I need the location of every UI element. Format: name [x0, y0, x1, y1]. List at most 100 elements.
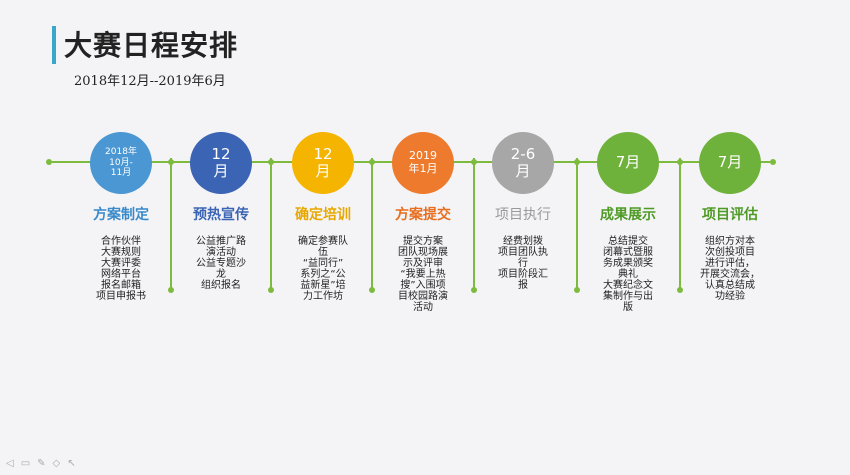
stage-divider-line — [371, 158, 373, 290]
stage-description-line: 龙 — [216, 269, 226, 280]
stage-description-line: 示及评审 — [403, 258, 443, 269]
stage-description-line: 闭幕式暨服 — [603, 247, 653, 258]
play-icon[interactable]: ◁ — [6, 458, 14, 469]
stage-description-line: 认真总结成 — [705, 280, 755, 291]
stage-description-line: 项目申报书 — [96, 291, 146, 302]
timeline-dot — [471, 159, 477, 165]
stage-divider-line — [270, 158, 272, 290]
stage-description-line: 大赛规则 — [101, 247, 141, 258]
stage-description-line: 版 — [623, 302, 633, 313]
stage-description-line: 提交方案 — [403, 236, 443, 247]
timeline-dot — [268, 159, 274, 165]
stage-title: 成果展示 — [600, 207, 656, 223]
stage-date-text: 12 — [313, 144, 333, 163]
stage-title: 确定培训 — [295, 207, 351, 223]
stage-description: 经费划拨项目团队执行项目阶段汇报 — [481, 236, 565, 291]
slideshow-toolbar: ◁ ▭ ✎ ◇ ↖ — [6, 458, 76, 469]
timeline-end-dot — [770, 159, 776, 165]
stage-description-line: 项目阶段汇 — [498, 269, 548, 280]
stage-description-line: 开展交流会， — [700, 269, 760, 280]
stage-title: 项目执行 — [495, 207, 551, 223]
stage-description-line: 组织方对本 — [705, 236, 755, 247]
pointer-icon[interactable]: ↖ — [67, 458, 76, 469]
stage-date-text: 月 — [515, 162, 531, 180]
stage-description-line: 总结提交 — [608, 236, 648, 247]
stage-description: 提交方案团队现场展示及评审“我要上热搜”入围项目校园路演活动 — [381, 236, 465, 313]
stage-description-line: 次创投项目 — [705, 247, 755, 258]
stage-date-text: 11月 — [110, 168, 132, 179]
stage-description-line: 大赛评委 — [101, 258, 141, 269]
stage-date-text: 10月- — [109, 157, 133, 168]
timeline-dot — [369, 159, 375, 165]
stage-description: 组织方对本次创投项目进行评估，开展交流会，认真总结成功经验 — [688, 236, 772, 302]
stage-date-text: 12 — [211, 144, 231, 163]
stage-date-circle: 7月 — [699, 132, 761, 194]
stage-description-line: 项目团队执 — [498, 247, 548, 258]
eraser-icon[interactable]: ◇ — [52, 458, 61, 469]
timeline-dot — [369, 287, 375, 293]
page-subtitle: 2018年12月--2019年6月 — [74, 74, 226, 89]
stage-description-line: 力工作坊 — [303, 291, 343, 302]
title-accent-bar — [52, 26, 56, 64]
timeline-dot — [677, 287, 683, 293]
stage-date-text: 年1月 — [408, 162, 438, 175]
timeline-dot — [268, 287, 274, 293]
stage-divider-line — [170, 158, 172, 290]
stage-date-text: 2018年 — [105, 147, 137, 158]
stage-description-line: 经费划拨 — [503, 236, 543, 247]
timeline-dot — [574, 159, 580, 165]
timeline-start-dot — [46, 159, 52, 165]
stage-description-line: 演活动 — [206, 247, 236, 258]
stage-description-line: 益新星”培 — [300, 280, 346, 291]
stage-description-line: 公益专题沙 — [196, 258, 246, 269]
stage-title: 方案提交 — [395, 207, 451, 223]
stage-date-text: 7月 — [717, 153, 743, 172]
stage-description: 公益推广路演活动公益专题沙龙组织报名 — [179, 236, 263, 291]
stage-description-line: 大赛纪念文 — [603, 280, 653, 291]
stage-description: 确定参赛队伍“益同行”系列之“公益新星”培力工作坊 — [281, 236, 365, 302]
stage-date-text: 7月 — [615, 153, 641, 172]
stage-title: 方案制定 — [93, 207, 149, 223]
stage-divider-line — [679, 158, 681, 290]
stage-description-line: 报 — [518, 280, 528, 291]
timeline-dot — [471, 287, 477, 293]
pen-icon[interactable]: ✎ — [37, 458, 46, 469]
stage-date-circle: 7月 — [597, 132, 659, 194]
stage-description-line: 务成果颁奖 — [603, 258, 653, 269]
slide-icon[interactable]: ▭ — [20, 458, 31, 469]
stage-title: 项目评估 — [702, 207, 758, 223]
stage-description: 合作伙伴大赛规则大赛评委网络平台报名邮箱项目申报书 — [79, 236, 163, 302]
stage-description-line: 团队现场展 — [398, 247, 448, 258]
stage-description-line: 活动 — [413, 302, 433, 313]
stage-title: 预热宣传 — [193, 207, 249, 223]
stage-description-line: 进行评估， — [705, 258, 755, 269]
timeline-dot — [168, 287, 174, 293]
stage-description-line: 确定参赛队 — [298, 236, 348, 247]
stage-description: 总结提交闭幕式暨服务成果颁奖典礼大赛纪念文集制作与出版 — [586, 236, 670, 313]
stage-description-line: 行 — [518, 258, 528, 269]
stage-description-line: 搜”入围项 — [400, 280, 446, 291]
stage-date-text: 2-6 — [510, 144, 536, 163]
stage-description-line: 网络平台 — [101, 269, 141, 280]
stage-date-text: 2019 — [409, 149, 437, 163]
stage-date-text: 月 — [213, 162, 229, 180]
stage-description-line: 系列之“公 — [300, 269, 346, 280]
stage-date-text: 月 — [315, 162, 331, 180]
stage-description-line: “益同行” — [302, 258, 344, 269]
stage-description-line: 典礼 — [618, 269, 638, 280]
page-title: 大赛日程安排 — [64, 29, 239, 62]
stage-description-line: 功经验 — [715, 291, 745, 302]
timeline-dot — [168, 159, 174, 165]
timeline-dot — [677, 159, 683, 165]
stage-description-line: 报名邮箱 — [101, 280, 141, 291]
stage-description-line: 公益推广路 — [196, 236, 246, 247]
stage-divider-line — [576, 158, 578, 290]
stage-description-line: 伍 — [318, 247, 328, 258]
stage-description-line: 组织报名 — [201, 280, 241, 291]
stage-description-line: 目校园路演 — [398, 291, 448, 302]
